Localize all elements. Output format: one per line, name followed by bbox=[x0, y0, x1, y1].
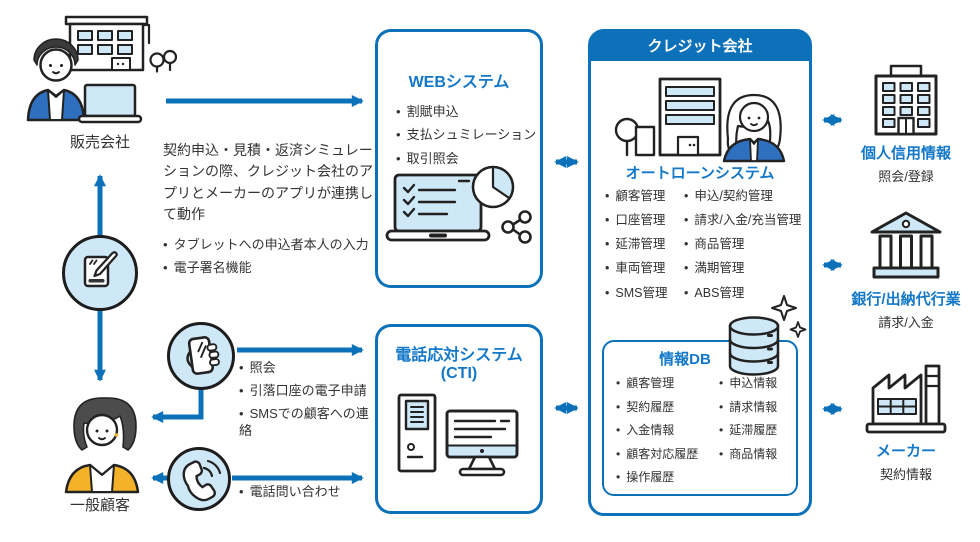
autoloan-item: 顧客管理 bbox=[605, 189, 684, 205]
autoloan-item: ABS管理 bbox=[684, 286, 809, 302]
customer-woman-icon bbox=[64, 397, 140, 494]
credit-company-header: クレジット会社 bbox=[591, 32, 809, 61]
external-label: 銀行/出納代行業 bbox=[851, 291, 961, 308]
autoloan-item: 申込/契約管理 bbox=[684, 189, 809, 205]
external-bank: 銀行/出納代行業 請求/入金 bbox=[844, 208, 968, 331]
web-system-bullet: 支払シュミレーション bbox=[396, 127, 540, 143]
cti-system-title: 電話応対システム bbox=[395, 347, 523, 364]
external-label: 個人信用情報 bbox=[860, 145, 951, 162]
bank-icon bbox=[870, 211, 942, 279]
computer-workstation-icon bbox=[397, 393, 519, 477]
tablet-signature-icon bbox=[62, 235, 138, 311]
phone-channel-bullets: 電話問い合わせ bbox=[239, 484, 379, 507]
web-system-title: WEBシステム bbox=[408, 74, 510, 91]
autoloan-item: 延滞管理 bbox=[605, 237, 684, 253]
phone-bullet: 電話問い合わせ bbox=[239, 484, 379, 500]
autoloan-item: SMS管理 bbox=[605, 286, 684, 302]
tablet-note-description: 契約申込・見積・返済シミュレーションの際、クレジット会社のアプリとメーカーのアプ… bbox=[163, 142, 373, 222]
web-system-panel: WEBシステム 割賦申込 支払シュミレーション 取引照会 bbox=[375, 29, 543, 288]
external-sub: 照会/登録 bbox=[878, 169, 934, 184]
smartphone-bullet: 引落口座の電子申請 bbox=[239, 383, 371, 400]
info-db-panel: 情報DB 顧客管理 契約履歴 入金情報 顧客対応履歴 操作履歴 申込情報 請求情… bbox=[602, 340, 798, 496]
web-system-bullet: 取引照会 bbox=[396, 151, 540, 167]
autoloan-item: 口座管理 bbox=[605, 213, 684, 229]
external-maker: メーカー 契約情報 bbox=[844, 364, 968, 483]
info-db-item: 契約履歴 bbox=[616, 400, 719, 415]
smartphone-in-hand-icon bbox=[167, 322, 235, 390]
tablet-note: 契約申込・見積・返済シミュレーションの際、クレジット会社のアプリとメーカーのアプ… bbox=[163, 140, 377, 284]
database-icon bbox=[728, 295, 807, 376]
smartphone-bullet: 照会 bbox=[239, 360, 371, 377]
tablet-note-bullet: タブレットへの申込者本人の入力 bbox=[163, 237, 377, 253]
info-db-item: 顧客管理 bbox=[616, 376, 719, 391]
autoloan-item: 商品管理 bbox=[684, 237, 809, 253]
info-db-item: 商品情報 bbox=[719, 447, 796, 462]
autoloan-item: 満期管理 bbox=[684, 261, 809, 277]
salesperson-building-icon bbox=[26, 15, 178, 124]
cti-system-panel: 電話応対システム (CTI) bbox=[375, 324, 543, 514]
autoloan-system-title: オートローンシステム bbox=[625, 165, 775, 182]
smartphone-bullet: SMSでの顧客への連絡 bbox=[239, 406, 371, 440]
laptop-analytics-icon bbox=[385, 165, 532, 244]
office-building-icon bbox=[874, 64, 938, 136]
customer-label: 一般顧客 bbox=[69, 497, 130, 514]
office-and-operator-icon bbox=[614, 77, 786, 163]
info-db-title: 情報DB bbox=[659, 351, 711, 368]
factory-icon bbox=[865, 364, 947, 434]
info-db-item: 操作履歴 bbox=[616, 470, 719, 485]
info-db-item: 入金情報 bbox=[616, 423, 719, 438]
info-db-item: 延滞履歴 bbox=[719, 423, 796, 438]
arrow-smartphone-to-customer bbox=[151, 388, 204, 423]
tablet-note-bullet: 電子署名機能 bbox=[163, 260, 377, 276]
autoloan-item: 請求/入金/充当管理 bbox=[684, 213, 809, 229]
external-credit-bureau: 個人信用情報 照会/登録 bbox=[844, 64, 968, 185]
cti-system-subtitle: (CTI) bbox=[440, 365, 478, 382]
info-db-item: 申込情報 bbox=[719, 376, 796, 391]
seller-label: 販売会社 bbox=[69, 134, 130, 151]
smartphone-channel-bullets: 照会 引落口座の電子申請 SMSでの顧客への連絡 bbox=[239, 360, 371, 446]
telephone-handset-icon bbox=[167, 447, 231, 511]
info-db-item: 顧客対応履歴 bbox=[616, 447, 719, 462]
external-label: メーカー bbox=[875, 443, 936, 460]
credit-company-panel: クレジット会社 オートローンシステム bbox=[588, 29, 812, 516]
autoloan-item: 車両管理 bbox=[605, 261, 684, 277]
external-sub: 契約情報 bbox=[879, 467, 932, 482]
info-db-item: 請求情報 bbox=[719, 400, 796, 415]
web-system-bullet: 割賦申込 bbox=[396, 104, 540, 120]
external-sub: 請求/入金 bbox=[878, 315, 934, 330]
